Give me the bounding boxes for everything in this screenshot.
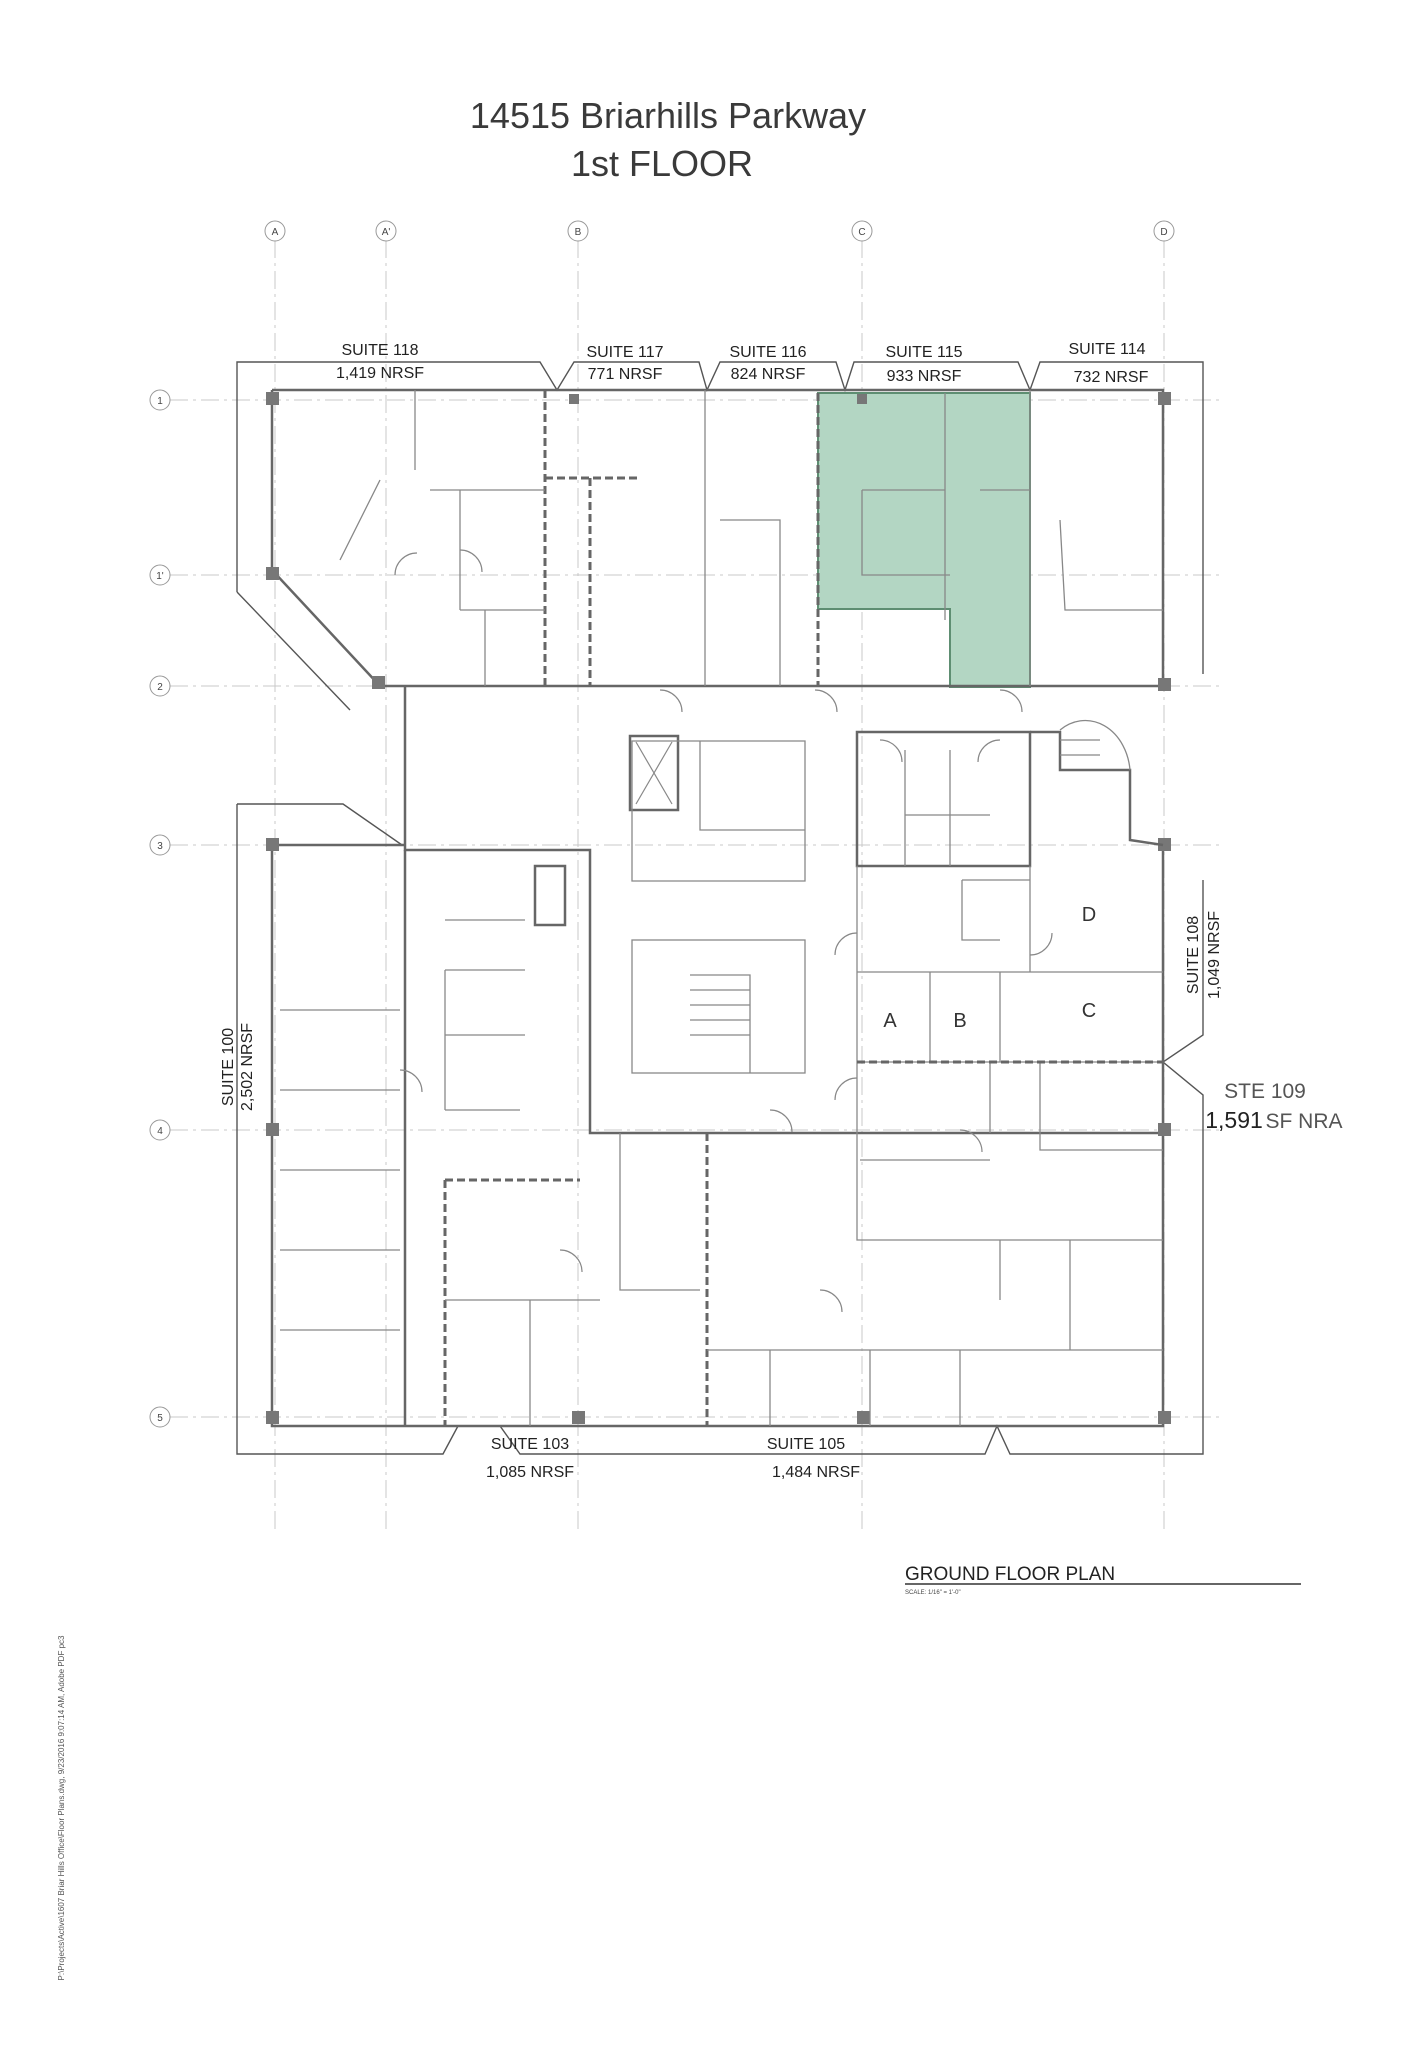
suite-area: 1,049 NRSF	[1206, 911, 1223, 999]
floor-title: 1st FLOOR	[571, 143, 753, 184]
grid-bubble-1: 1	[157, 396, 163, 407]
suite-area: 1,484 NRSF	[772, 1464, 860, 1481]
suite-116-label[interactable]: SUITE 116 824 NRSF	[729, 344, 806, 383]
suite-103-label[interactable]: SUITE 103 1,085 NRSF	[486, 1436, 574, 1481]
suite-area: 2,502 NRSF	[239, 1023, 256, 1111]
ste-109-label[interactable]: STE 109 1,591 SF NRA	[1205, 1080, 1342, 1133]
suite-area: 1,419 NRSF	[336, 365, 424, 382]
building-address: 14515 Briarhills Parkway	[470, 95, 866, 136]
suite-area: 824 NRSF	[731, 366, 806, 383]
suite-labels: SUITE 118 1,419 NRSF SUITE 117 771 NRSF …	[220, 341, 1343, 1481]
suite-area: 732 NRSF	[1074, 369, 1149, 386]
suite-115-label[interactable]: SUITE 115 933 NRSF	[885, 344, 962, 385]
suite-name: SUITE 114	[1068, 341, 1145, 358]
suite-name: SUITE 108	[1185, 916, 1202, 994]
grid-bubble-4: 4	[157, 1126, 163, 1137]
suite-name: SUITE 117	[586, 344, 663, 361]
grid-bubble-5: 5	[157, 1413, 163, 1424]
suite-name: SUITE 115	[885, 344, 962, 361]
grid-bubble-d: D	[1160, 227, 1167, 238]
plan-scale: SCALE: 1/16" = 1'-0"	[905, 1590, 961, 1596]
suite-105-label[interactable]: SUITE 105 1,484 NRSF	[767, 1436, 860, 1481]
suite-name: SUITE 118	[341, 342, 418, 359]
row-grid-bubbles: 1 1' 2 3 4 5	[149, 389, 171, 1428]
room-d-label: D	[1082, 904, 1096, 926]
building-outline	[236, 361, 1204, 1455]
suite-name: SUITE 105	[767, 1436, 845, 1453]
grid-bubble-c: C	[858, 227, 865, 238]
suite-name: STE 109	[1224, 1080, 1306, 1103]
suite-area-value: 1,591	[1205, 1107, 1263, 1133]
room-b-label: B	[953, 1010, 966, 1032]
interior-walls	[280, 390, 1164, 1426]
grid-bubble-a-prime: A'	[382, 227, 391, 238]
suite-area: 1,085 NRSF	[486, 1464, 574, 1481]
room-c-label: C	[1082, 1000, 1096, 1022]
suite-117-label[interactable]: SUITE 117 771 NRSF	[586, 344, 663, 383]
grid-bubble-2: 2	[157, 682, 163, 693]
suite-name: SUITE 103	[491, 1436, 569, 1453]
suite-115-highlight[interactable]	[817, 392, 1031, 688]
suite-area-unit: SF NRA	[1265, 1110, 1342, 1133]
suite-108-label[interactable]: SUITE 108 1,049 NRSF	[1185, 911, 1223, 999]
suite-name: SUITE 100	[220, 1028, 237, 1106]
plan-title: GROUND FLOOR PLAN	[905, 1564, 1115, 1585]
room-a-label: A	[883, 1010, 897, 1032]
door-swings	[394, 549, 1053, 1313]
grid-bubble-1-prime: 1'	[156, 571, 164, 582]
suite-118-label[interactable]: SUITE 118 1,419 NRSF	[336, 342, 424, 382]
suite-100-label[interactable]: SUITE 100 2,502 NRSF	[220, 1023, 256, 1111]
grid-bubble-3: 3	[157, 841, 163, 852]
grid-bubble-a: A	[272, 227, 279, 238]
suite-area: 933 NRSF	[887, 368, 962, 385]
structural-columns	[266, 392, 1171, 1424]
suite-name: SUITE 116	[729, 344, 806, 361]
grid-lines	[170, 240, 1220, 1530]
column-grid-bubbles: A A' B C D	[264, 220, 1175, 242]
file-path-stamp: P:\Projects\Active\1607 Briar Hills Offi…	[57, 1635, 66, 1980]
suite-area: 771 NRSF	[588, 366, 663, 383]
suite-114-label[interactable]: SUITE 114 732 NRSF	[1068, 341, 1148, 386]
grid-bubble-b: B	[575, 227, 582, 238]
